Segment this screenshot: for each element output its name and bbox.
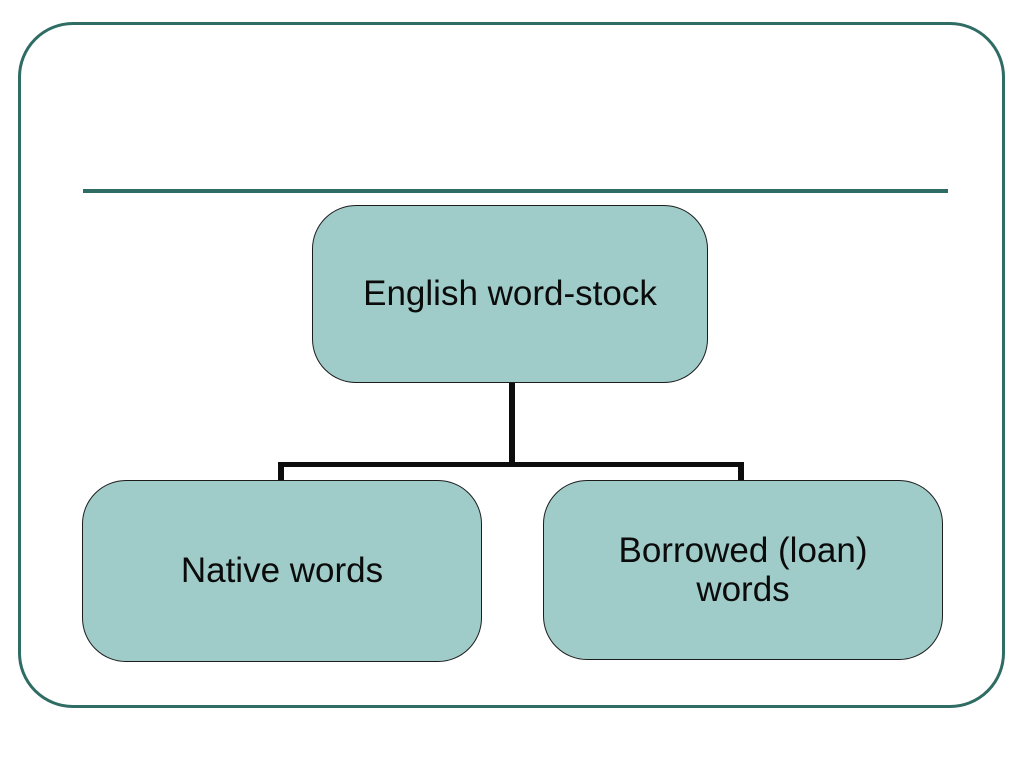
connector-horizontal xyxy=(278,462,744,467)
connector-stub-left xyxy=(278,462,284,481)
diagram-node-borrowed-loan-words: Borrowed (loan) words xyxy=(543,480,943,660)
diagram-node-english-word-stock: English word-stock xyxy=(312,205,708,383)
connector-stub-right xyxy=(738,462,744,481)
connector-root-vertical xyxy=(509,383,515,467)
title-divider-line xyxy=(83,189,948,193)
diagram-node-label: Borrowed (loan) words xyxy=(618,530,868,609)
diagram-node-label: Native words xyxy=(180,551,384,591)
diagram-node-native-words: Native words xyxy=(82,480,482,662)
diagram-node-label: English word-stock xyxy=(363,274,657,314)
slide-border-frame xyxy=(18,22,1005,708)
